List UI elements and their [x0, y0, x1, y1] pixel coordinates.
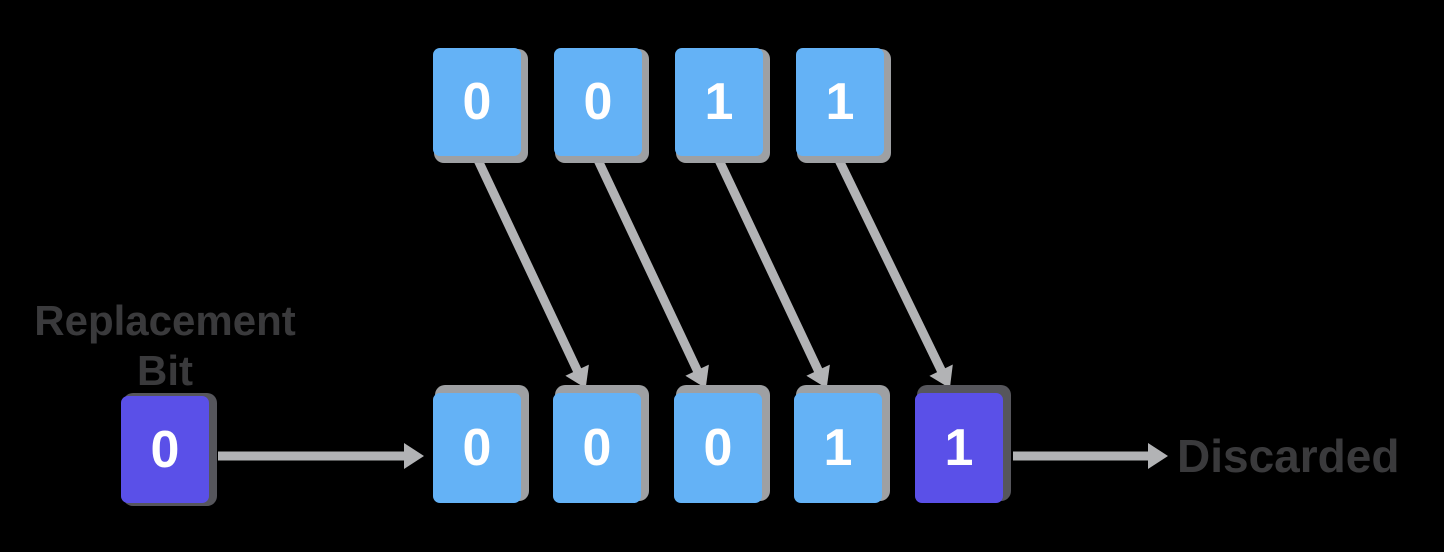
discarded-bit-cell: 1 — [915, 393, 1003, 503]
shift-arrow-1 — [472, 156, 589, 389]
incoming-bit-cell-2: 0 — [554, 48, 642, 156]
register-bit-cell-3: 0 — [674, 393, 762, 503]
incoming-bit-cell-1: 0 — [433, 48, 521, 156]
replacement-bit-cell: 0 — [121, 396, 209, 503]
replacement-bit-label-line1: Replacement — [34, 297, 296, 344]
shift-arrow-4 — [833, 156, 953, 389]
incoming-bit-cell-4: 1 — [796, 48, 884, 156]
register-bit-cell-1: 0 — [433, 393, 521, 503]
replacement-bit-label: Replacement Bit — [15, 296, 315, 396]
incoming-bit-cell-3: 1 — [675, 48, 763, 156]
shift-arrow-2 — [592, 156, 709, 389]
discarded-label: Discarded — [1177, 430, 1400, 482]
replacement-bit-label-line2: Bit — [137, 347, 193, 394]
shift-arrow-3 — [713, 156, 830, 389]
register-bit-cell-2: 0 — [553, 393, 641, 503]
register-bit-cell-4: 1 — [794, 393, 882, 503]
